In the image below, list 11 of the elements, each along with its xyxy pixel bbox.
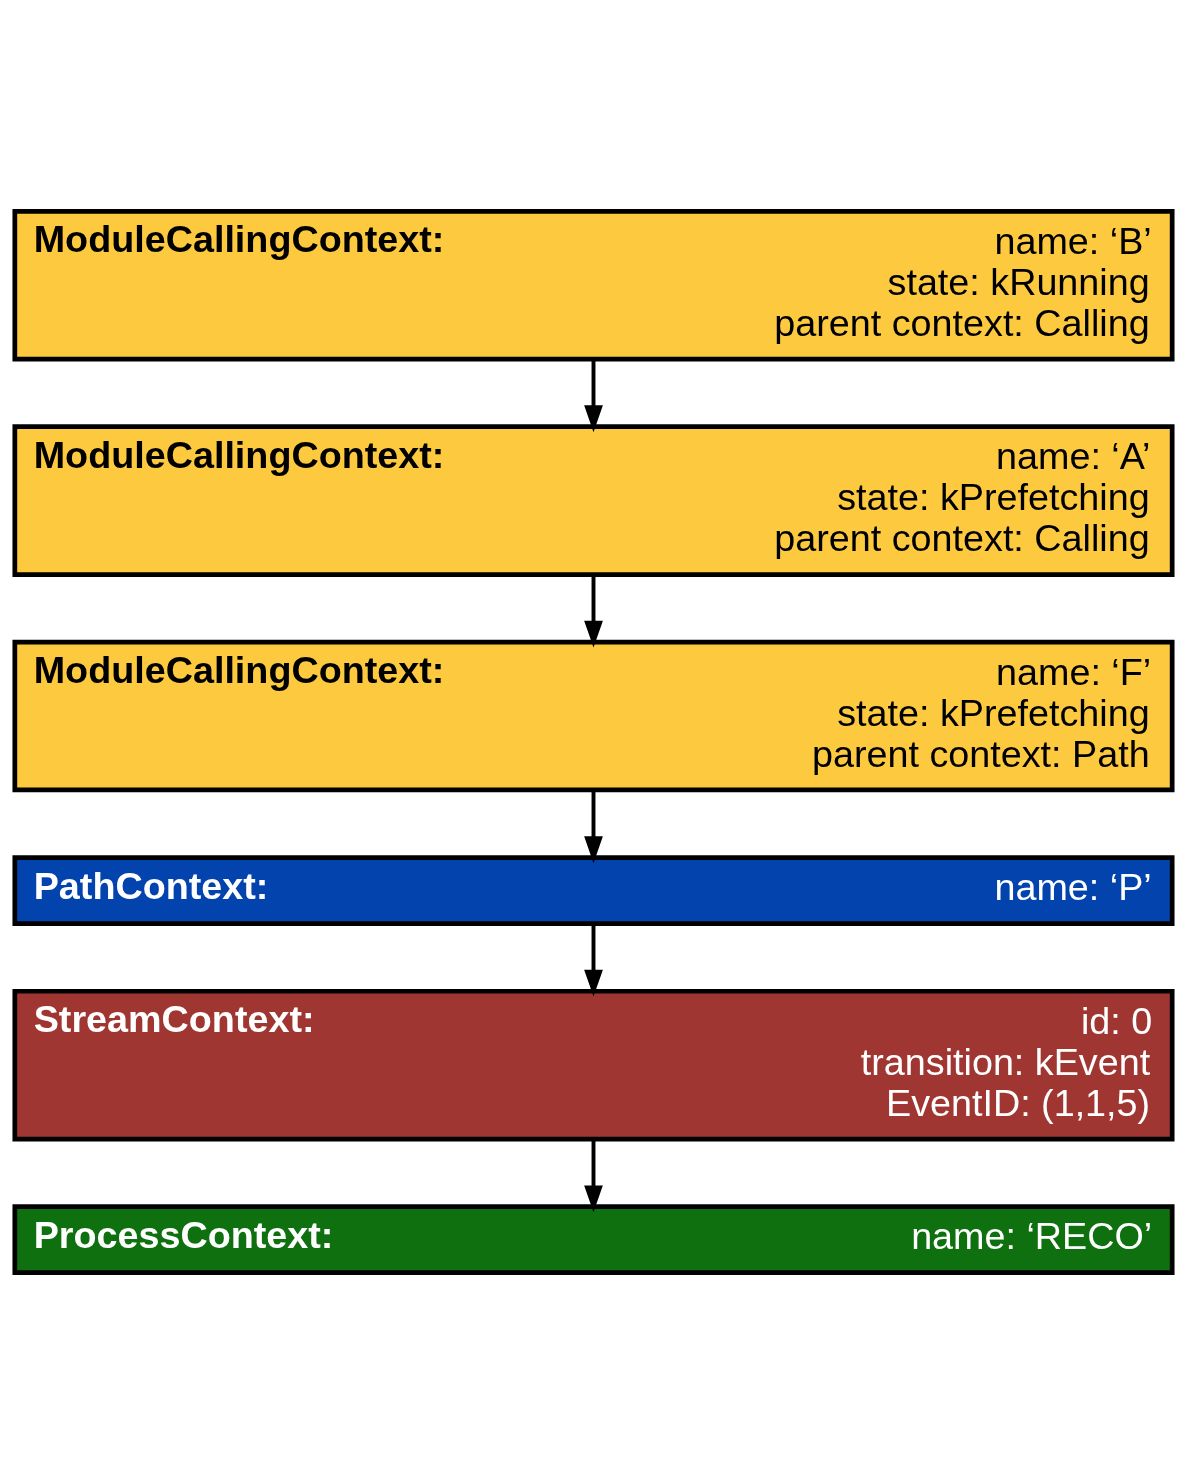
node-box: StreamContext: id: 0 transition: kEvent EventID: (1,1,5) <box>12 988 1175 1141</box>
node-box: PathContext: name: ‘P’ <box>12 854 1175 926</box>
node-box: ProcessContext: name: ‘RECO’ <box>12 1203 1175 1275</box>
node-box: ModuleCallingContext: name: ‘A’ state: kPrefetching parent context: Calling <box>12 423 1175 577</box>
node-box: ModuleCallingContext: name: ‘B’ state: kRunning parent context: Calling <box>12 208 1175 361</box>
arrow <box>584 358 603 432</box>
arrow <box>584 923 603 997</box>
arrow <box>584 1138 603 1212</box>
arrow <box>584 789 603 863</box>
arrow <box>584 574 603 648</box>
node-box: ModuleCallingContext: name: ‘F’ state: kPrefetching parent context: Path <box>12 639 1175 792</box>
